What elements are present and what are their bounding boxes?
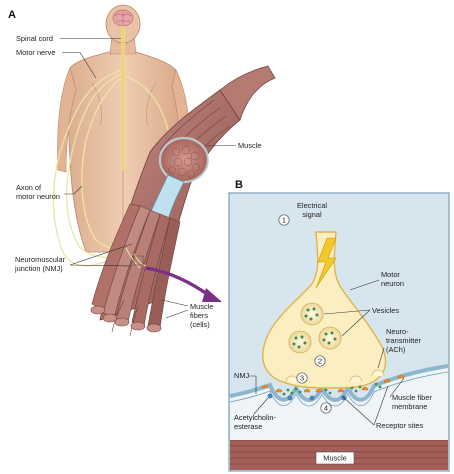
label-nt-1: Neuro- — [386, 327, 409, 336]
label-esterase-2: esterase — [234, 422, 262, 431]
label-membrane-1: Muscle fiber — [392, 393, 432, 402]
label-vesicles: Vesicles — [372, 306, 399, 315]
label-electrical-1: Electrical — [297, 201, 327, 210]
label-fibers-2: fibers — [190, 311, 208, 320]
label-muscle-b: Muscle — [323, 454, 346, 463]
label-muscle-a: Muscle — [238, 141, 261, 150]
step-2: 2 — [318, 357, 322, 366]
label-nmj-2: junction (NMJ) — [14, 264, 63, 273]
panel-b-letter: B — [235, 179, 243, 191]
label-axon-1: Axon of — [16, 183, 42, 192]
label-motor-neuron-2: neuron — [381, 279, 404, 288]
label-spinal-cord: Spinal cord — [16, 34, 53, 43]
label-motor-nerve: Motor nerve — [16, 48, 55, 57]
label-membrane-2: membrane — [392, 402, 427, 411]
step-3: 3 — [300, 374, 304, 383]
step-4: 4 — [324, 404, 328, 413]
label-fibers-3: (cells) — [190, 320, 210, 329]
label-nmj-1: Neuromuscular — [15, 255, 66, 264]
label-electrical-2: signal — [302, 210, 322, 219]
step-1: 1 — [282, 216, 286, 225]
brain-icon — [113, 10, 133, 26]
label-fibers-1: Muscle — [190, 302, 213, 311]
label-esterase-1: Acetylcholin- — [234, 413, 276, 422]
label-motor-neuron-1: Motor — [381, 270, 400, 279]
label-nmj-b: NMJ — [234, 371, 249, 380]
label-axon-2: motor neuron — [16, 192, 60, 201]
label-nt-3: (ACh) — [386, 345, 405, 354]
label-receptor-sites: Receptor sites — [376, 421, 424, 430]
label-nt-2: transmitter — [386, 336, 421, 345]
panel-a-letter: A — [8, 9, 16, 21]
